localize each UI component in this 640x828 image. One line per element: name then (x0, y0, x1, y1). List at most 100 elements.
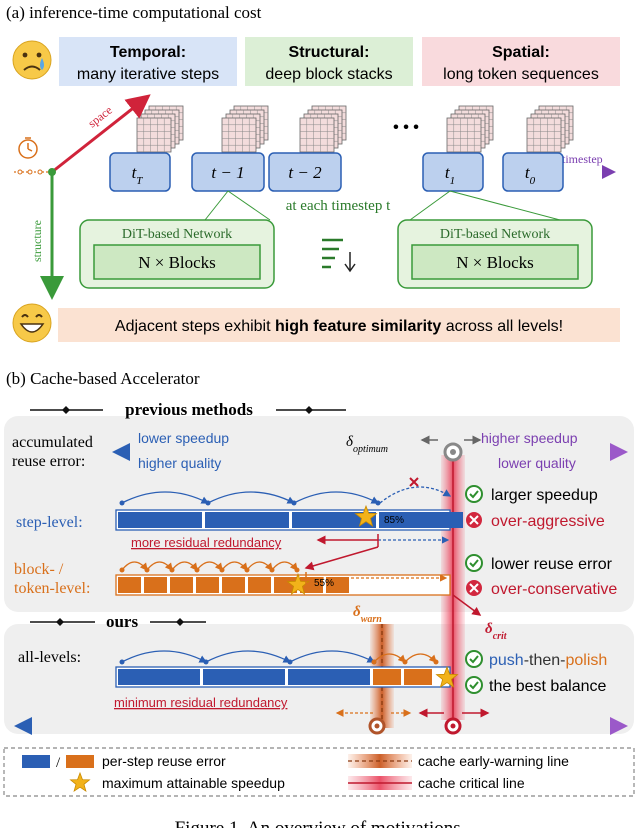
svg-text:t0: t0 (525, 163, 536, 187)
reuse-arc (196, 561, 223, 572)
temporal-box: Temporal: many iterative steps (59, 37, 237, 86)
token-grid-layer (136, 117, 172, 153)
step-label-3: t (445, 163, 451, 182)
temporal-subtitle: many iterative steps (77, 66, 219, 83)
panel-a-title: (a) inference-time computational cost (6, 3, 262, 22)
reuse-point (291, 500, 297, 506)
delta-warn-label: δwarn (353, 604, 382, 625)
similarity-banner-text: Adjacent steps exhibit high feature simi… (115, 318, 563, 335)
step-box-t0: t0 (502, 152, 564, 192)
axis-bottom-left-arrowhead (14, 717, 32, 735)
reuse-point (433, 659, 439, 665)
delta-crit-label: δcrit (485, 621, 508, 642)
token-grid-layer (299, 117, 335, 153)
reuse-point (287, 659, 293, 665)
reuse-point (144, 567, 150, 573)
reuse-point (371, 659, 377, 665)
banner-pre: Adjacent steps exhibit (115, 318, 275, 335)
lower-speedup-label: lower speedup (138, 430, 229, 446)
reuse-point (375, 500, 381, 506)
token-grid (446, 105, 494, 153)
token-grid (136, 105, 184, 153)
legend-per-step: per-step reuse error (102, 753, 226, 769)
reuse-arc (246, 561, 273, 572)
higher-speedup-label: higher speedup (481, 430, 578, 446)
bar-segment (144, 577, 167, 593)
more-residual-label: more residual redundancy (131, 535, 282, 550)
check-icon (465, 676, 483, 694)
check-icon (465, 485, 483, 503)
reuse-point (194, 567, 200, 573)
bar-segment (326, 577, 349, 593)
reuse-arc (293, 491, 380, 504)
reuse-arc (404, 653, 437, 663)
warn-marker-dot (374, 723, 380, 729)
structural-box: Structural: deep block stacks (245, 37, 413, 86)
bar-segment (404, 669, 432, 685)
step-box-tT: tT (109, 152, 171, 192)
legend-box (3, 747, 635, 797)
delta-optimum-sub: optimum (353, 444, 388, 455)
step-box-t-2: t − 2 (268, 152, 342, 192)
bar-segment (373, 669, 401, 685)
each-timestep-label: at each timestep t (286, 198, 391, 214)
step-sub-4: 0 (530, 175, 536, 187)
ours-label: ours (106, 612, 139, 631)
reuse-point (402, 659, 408, 665)
step-level-label: step-level: (16, 514, 83, 531)
svg-text:t1: t1 (445, 163, 455, 187)
blocks-right-label: N × Blocks (456, 253, 534, 272)
delta-optimum-symbol: δ (346, 434, 354, 450)
temporal-title: Temporal: (110, 44, 186, 61)
larger-speedup-label: larger speedup (491, 487, 598, 504)
reuse-point (169, 567, 175, 573)
step-box-t-1: t − 1 (191, 152, 265, 192)
space-axis (51, 94, 151, 174)
reuse-arc (205, 650, 292, 663)
panel-b-title: (b) Cache-based Accelerator (6, 369, 200, 388)
bar-segment (118, 669, 200, 685)
token-grid (299, 105, 347, 153)
bar-segment (196, 577, 219, 593)
step-label-2: t − 2 (288, 163, 322, 182)
step-label-4: t (525, 163, 531, 182)
legend-critical: cache critical line (418, 775, 525, 791)
dit-network-right: DiT-based Network N × Blocks (397, 219, 593, 289)
step-level-percent: 85% (384, 515, 404, 526)
lower-quality-label: lower quality (498, 455, 576, 471)
max-speedup-star-icon (354, 504, 378, 527)
legend-slash: / (56, 755, 61, 771)
bar-segment (222, 577, 245, 593)
block-level-bar (115, 561, 451, 596)
accumulated-label-1: accumulated (12, 434, 93, 451)
banner-post: across all levels! (441, 318, 563, 335)
sad-face-icon (12, 40, 52, 80)
dit-network-left: DiT-based Network N × Blocks (79, 219, 275, 289)
block-redundancy-arrow (304, 546, 379, 571)
spatial-title: Spatial: (492, 44, 550, 61)
push-then-polish-label: push-then-polish (489, 652, 607, 669)
token-grid-layer (446, 117, 482, 153)
step-level-bar (115, 491, 463, 531)
reuse-arc (221, 561, 248, 572)
banner-bold: high feature similarity (275, 318, 441, 335)
step-label-0: t (132, 163, 138, 182)
step-label-1: t − 1 (211, 163, 244, 182)
reuse-arc (121, 650, 208, 663)
clock-icon (14, 137, 48, 175)
previous-methods-label: previous methods (125, 400, 253, 419)
legend-early-warning: cache early-warning line (418, 753, 569, 769)
cross-icon (466, 580, 482, 596)
bar-segment (118, 512, 202, 528)
push-word: push (489, 652, 524, 669)
ellipsis: • • • (393, 119, 419, 136)
previous-methods-heading: previous methods (30, 400, 346, 419)
max-speedup-star-icon (435, 665, 459, 688)
timestep-arrowhead (602, 165, 616, 179)
bar-segment (170, 577, 193, 593)
axis-top-right-arrowhead (610, 443, 628, 461)
lower-reuse-error-label: lower reuse error (491, 556, 613, 573)
reuse-arc (121, 561, 148, 572)
optimum-marker-dot (450, 449, 456, 455)
